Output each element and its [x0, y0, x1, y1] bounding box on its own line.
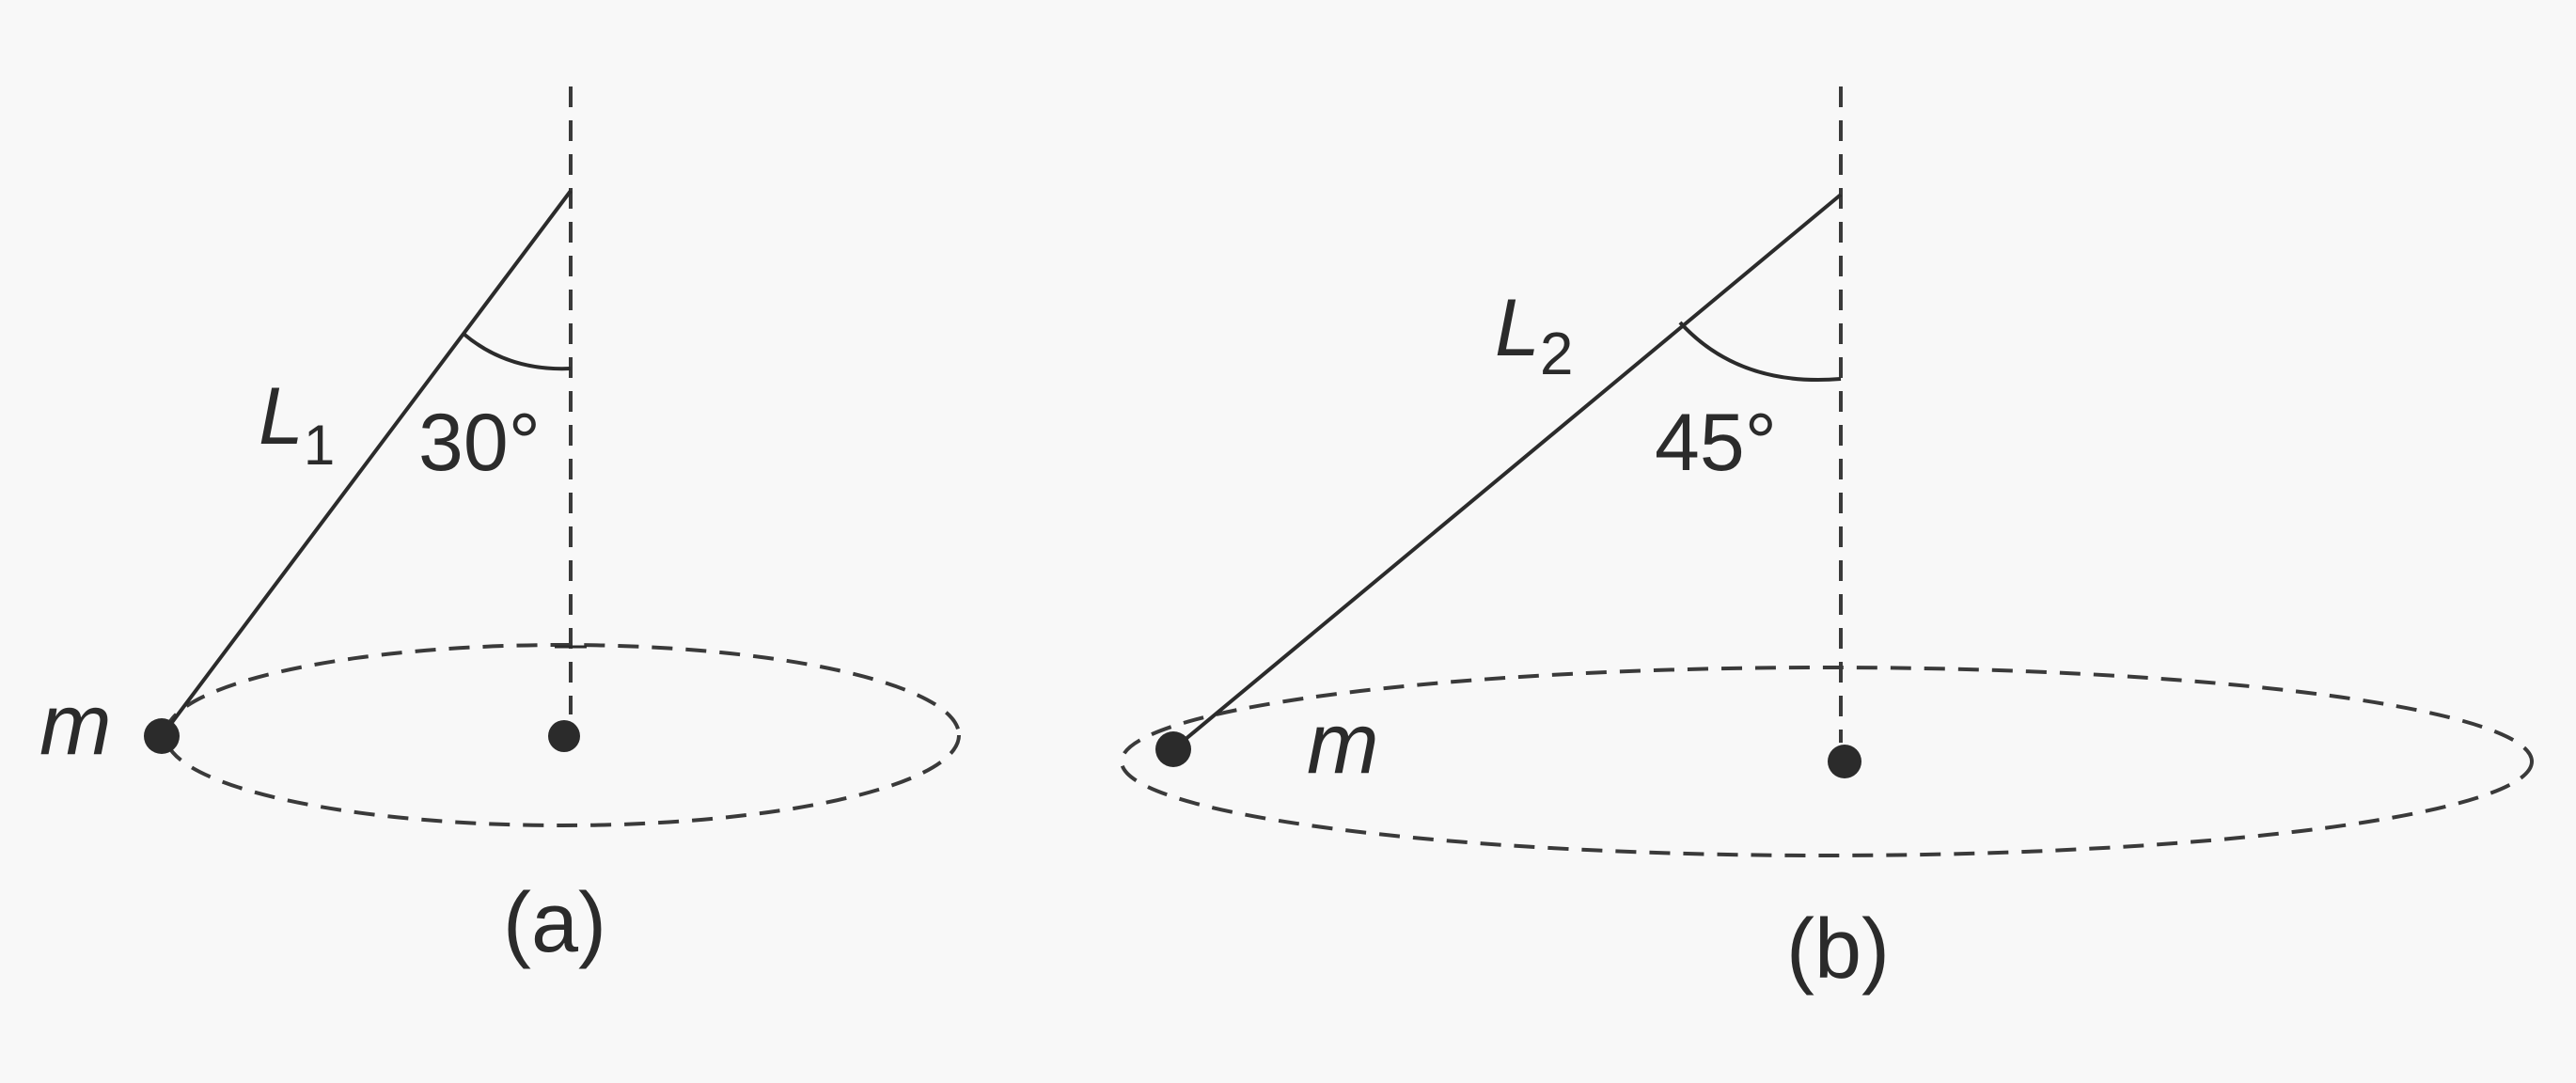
figure-b: L2 45° m (b): [1120, 86, 2534, 997]
figure-a-string: [160, 189, 573, 738]
figure-a-circular-path: [164, 643, 961, 827]
figure-b-mass-label: m: [1307, 696, 1379, 792]
figure-b-angle-label: 45°: [1655, 398, 1777, 488]
figure-a-caption: (a): [503, 876, 606, 970]
figure-a-length-subscript: 1: [304, 414, 335, 477]
figure-a-mass-label: m: [39, 677, 112, 773]
figure-b-length-symbol: L: [1495, 283, 1540, 373]
figure-b-length-subscript: 2: [1540, 320, 1574, 387]
figure-a-center-dot: [548, 720, 580, 752]
figure-b-string: [1171, 193, 1843, 751]
figure-b-caption: (b): [1786, 902, 1890, 997]
figure-a-angle-label: 30°: [418, 398, 541, 488]
figure-b-length-label: L2: [1495, 283, 1573, 387]
figure-b-angle-arc: [1678, 321, 1842, 382]
figure-a-angle-arc: [462, 332, 572, 371]
figure-b-center-dot: [1828, 745, 1861, 778]
figure-a-mass-bob: [144, 718, 180, 754]
figure-b-circular-path: [1120, 666, 2534, 857]
figure-a-length-label: L1: [259, 371, 335, 477]
figure-b-mass-bob: [1155, 731, 1191, 767]
figure-a-length-symbol: L: [259, 371, 304, 462]
figure-a: L1 30° m (a): [39, 86, 961, 970]
